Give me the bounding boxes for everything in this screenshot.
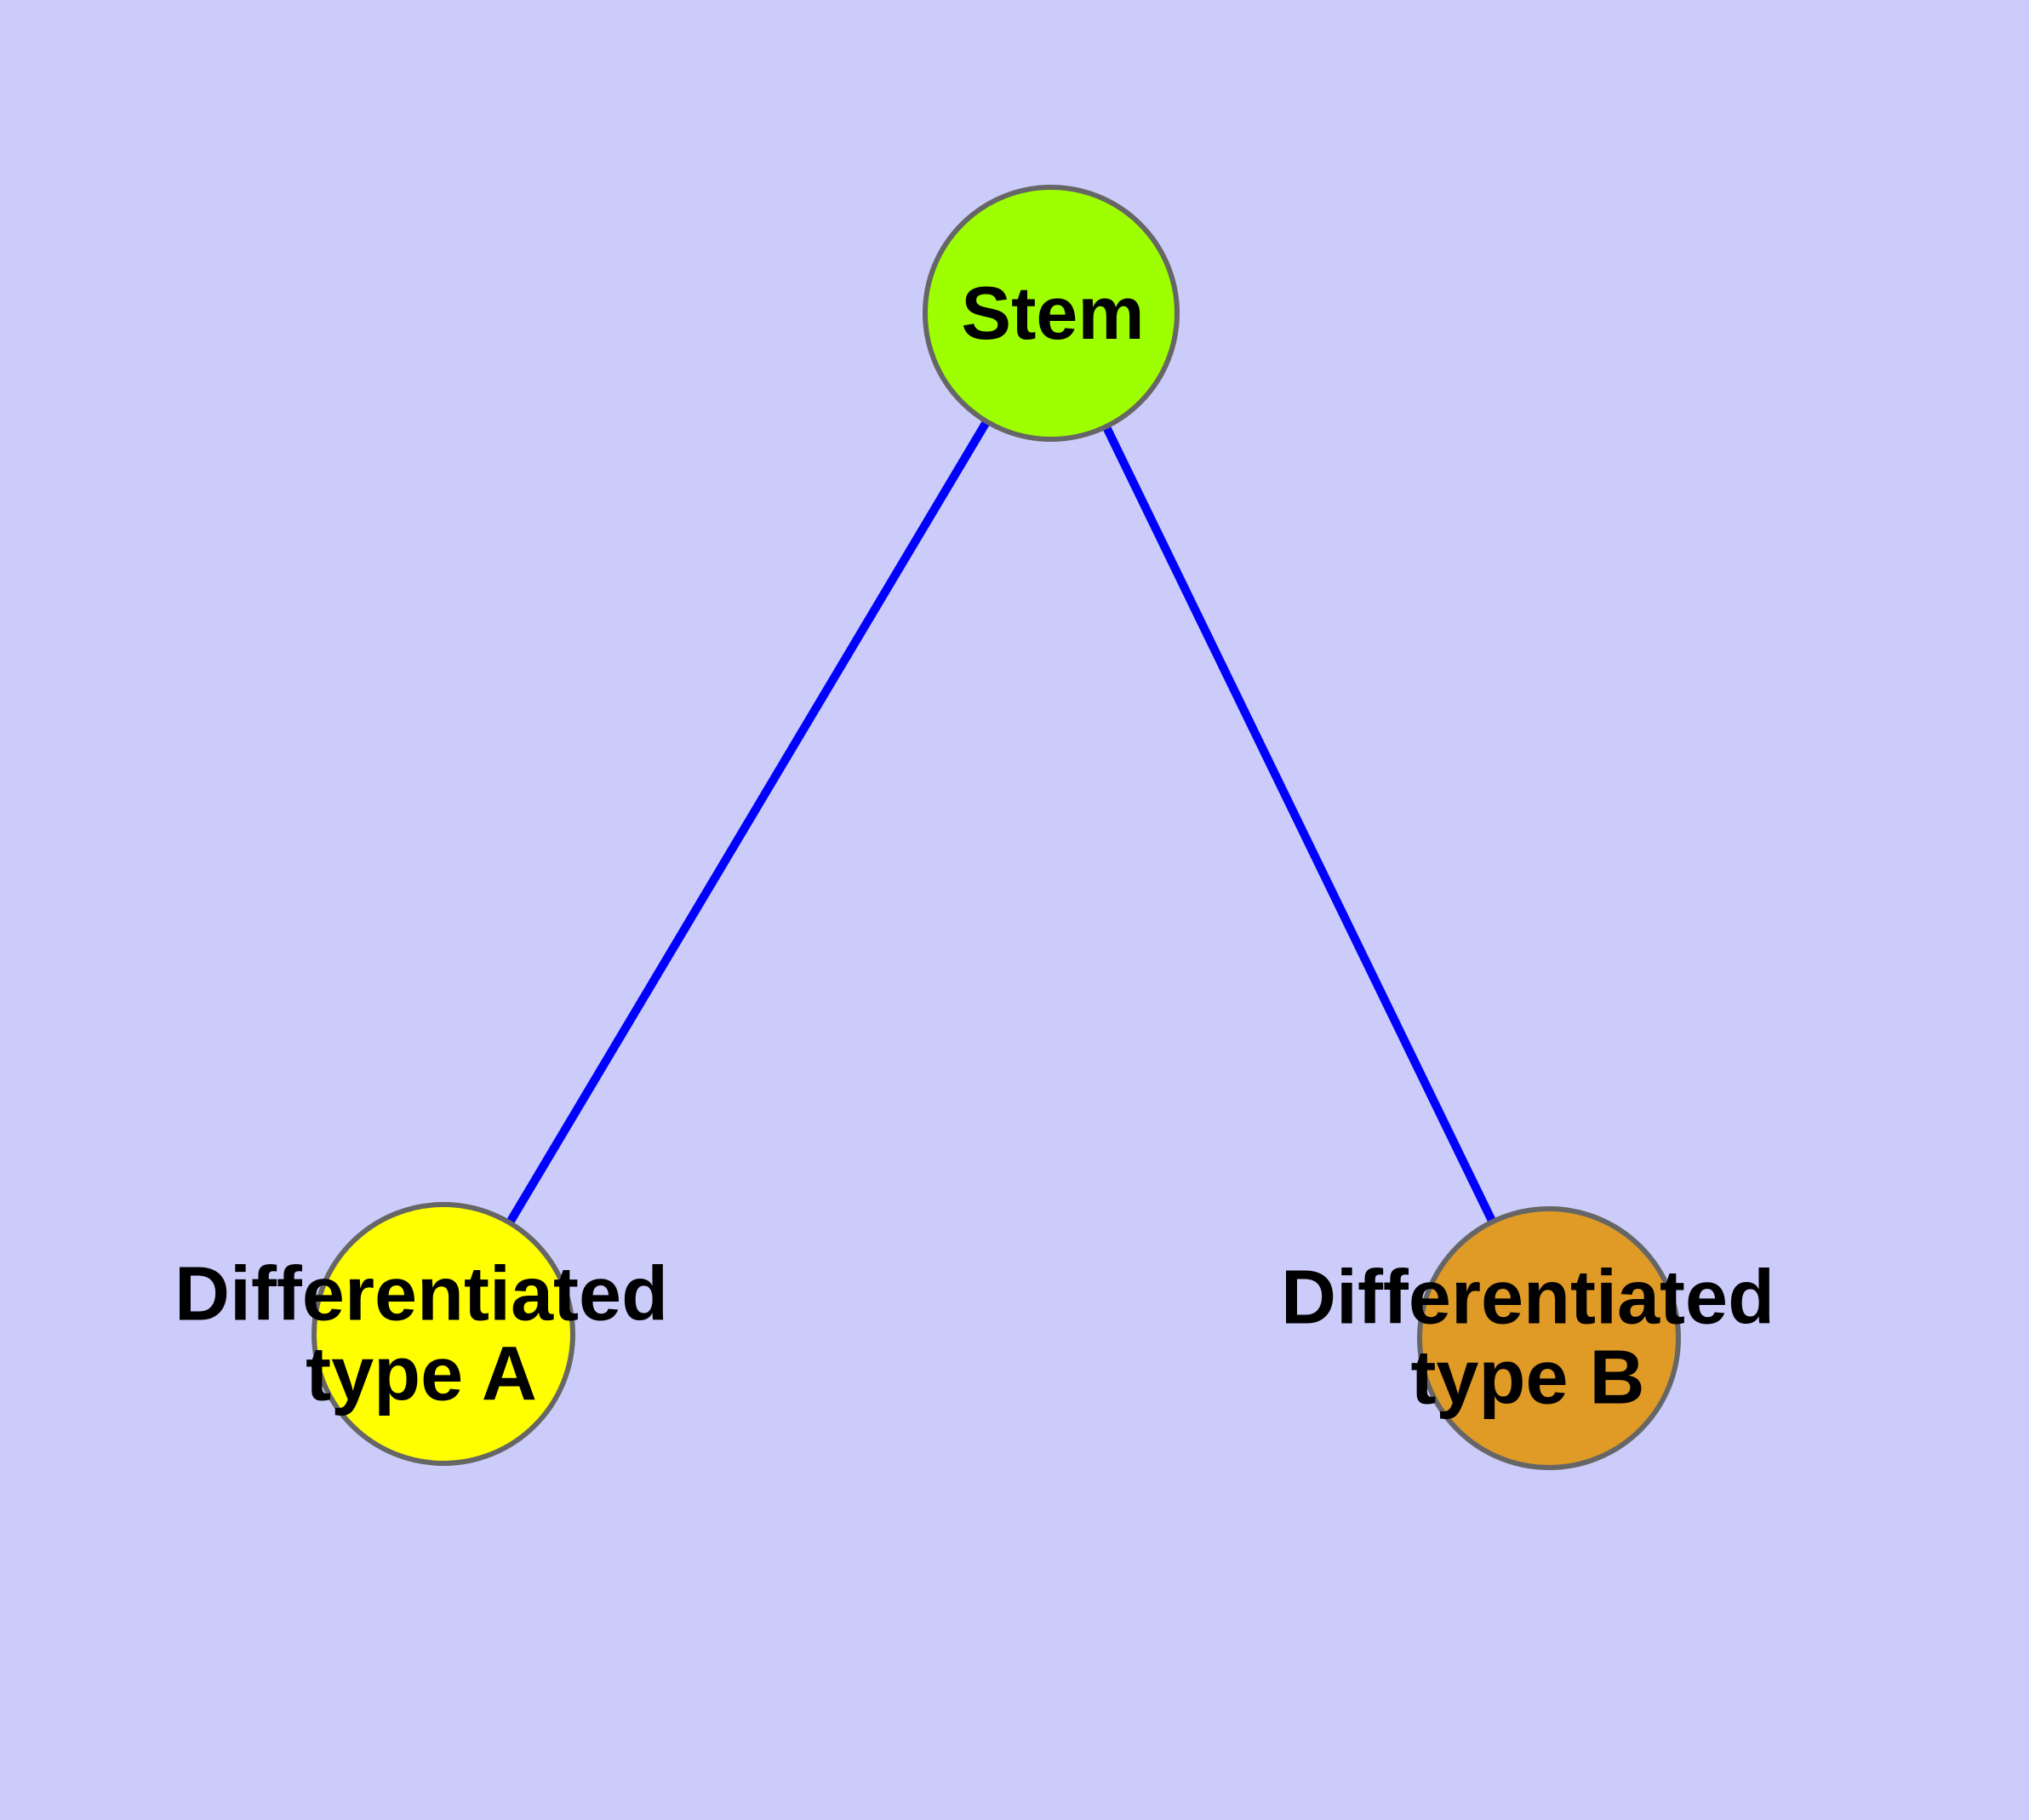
node-layer [311,185,1681,1470]
node-differentiated-type-b[interactable] [1417,1206,1681,1470]
edge-layer [439,311,1553,1341]
node-stem[interactable] [923,185,1180,442]
edge-stem-to-differentiated-type-b [1047,311,1553,1341]
node-differentiated-type-a[interactable] [311,1202,575,1466]
edge-stem-to-differentiated-type-a [439,311,1055,1336]
